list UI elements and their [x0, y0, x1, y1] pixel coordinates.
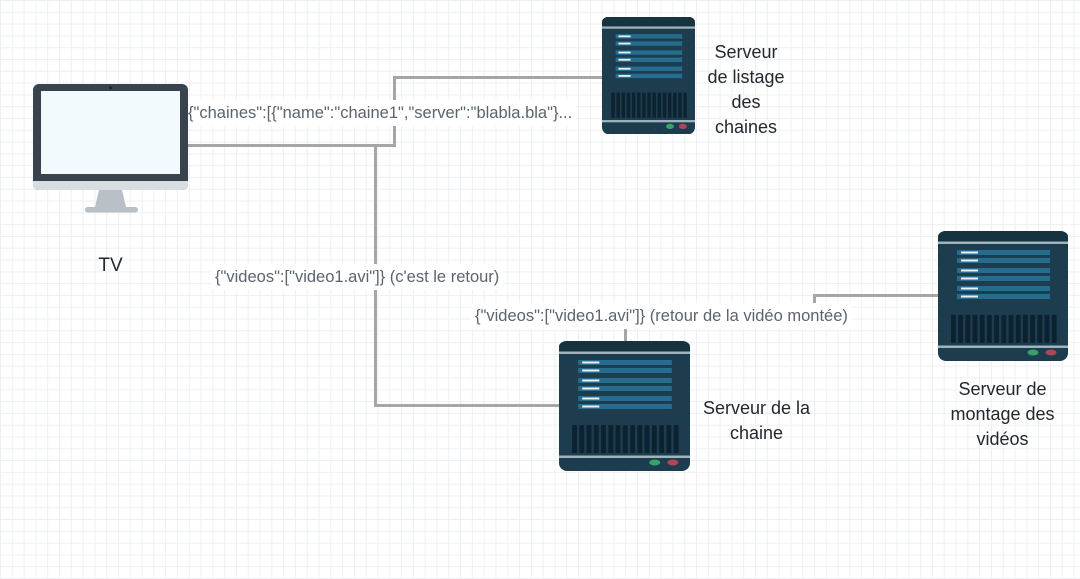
connector-chaine-top-stub: [624, 329, 627, 345]
message-videos-montage-json[interactable]: {"videos":["video1.avi"]} (retour de la …: [471, 303, 852, 329]
label-line: Serveur: [714, 42, 778, 62]
connector-chaine-horizontal: [374, 404, 562, 407]
server-montage-label: Serveur de montage des vidéos: [930, 377, 1075, 452]
server-icon: [602, 17, 695, 134]
message-videos-retour-json[interactable]: {"videos":["video1.avi"]} (c'est le reto…: [211, 264, 504, 290]
server-chaine-label: Serveur de la chaine: [684, 396, 829, 446]
tv-node[interactable]: [33, 84, 188, 213]
connector-listage-horizontal: [393, 76, 602, 79]
label-line: chaines: [714, 117, 778, 137]
server-disk-bars: [615, 34, 683, 79]
tv-label-line: TV: [98, 255, 123, 276]
server-vent-slats: [572, 425, 679, 453]
server-montage-node[interactable]: [938, 231, 1068, 361]
server-disk-bars: [578, 360, 672, 409]
label-line: montage des: [950, 404, 1055, 424]
label-line: des: [731, 92, 761, 112]
server-icon: [938, 231, 1068, 361]
led-green: [1027, 349, 1039, 356]
connector-montage-horizontal: [813, 294, 940, 297]
server-chaine-node[interactable]: [559, 341, 690, 471]
led-red: [667, 459, 679, 466]
label-line: Serveur de la: [702, 398, 811, 418]
led-green: [666, 123, 674, 130]
led-red: [678, 123, 687, 130]
led-red: [1045, 349, 1057, 356]
server-listage-label: Serveur de listage des chaines: [686, 40, 806, 140]
server-listage-node[interactable]: [602, 17, 695, 134]
camera-dot-icon: [109, 86, 112, 90]
label-line: vidéos: [976, 429, 1029, 449]
server-disk-bars: [957, 250, 1050, 299]
server-icon: [559, 341, 690, 471]
server-vent-slats: [951, 315, 1057, 343]
label-line: Serveur de: [958, 379, 1047, 399]
connector-montage-stub-vertical: [813, 294, 816, 308]
label-line: chaine: [729, 423, 784, 443]
led-green: [649, 459, 661, 466]
message-chaines-json[interactable]: {"chaines":[{"name":"chaine1","server":"…: [184, 100, 577, 126]
label-line: de listage: [707, 67, 785, 87]
server-vent-slats: [611, 92, 687, 118]
connector-tv-horizontal: [187, 144, 396, 147]
tv-monitor-icon: [33, 84, 188, 213]
tv-label: TV: [33, 253, 188, 278]
